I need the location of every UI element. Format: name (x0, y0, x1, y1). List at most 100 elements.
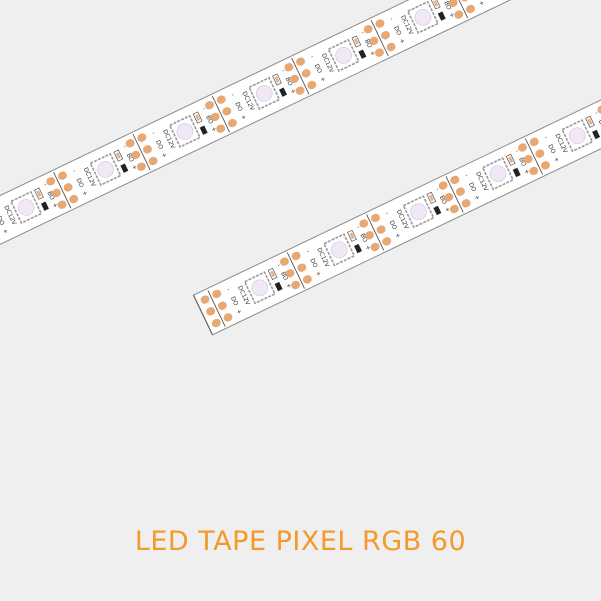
polarity-plus-label: + (2, 227, 10, 235)
solder-pad (369, 36, 379, 46)
resistor (274, 281, 283, 292)
solder-pad (518, 143, 527, 152)
solder-pad (370, 242, 380, 252)
solder-pad (227, 118, 237, 128)
led-lens (335, 47, 352, 64)
polarity-plus-label: + (474, 194, 482, 202)
data-out-label: BO (45, 190, 55, 201)
led-segment: -DO+DC12V-BO+ (205, 67, 298, 133)
polarity-minus-label: - (43, 181, 48, 188)
cut-line (286, 252, 305, 289)
solder-pad (541, 161, 550, 170)
polarity-plus-label: + (290, 87, 298, 95)
polarity-minus-label: - (385, 210, 390, 217)
data-label: DO (229, 295, 239, 307)
cut-line (207, 290, 226, 327)
polarity-minus-label: - (276, 262, 281, 269)
solder-pad (289, 74, 299, 84)
solder-pad (461, 199, 471, 208)
solder-pad (449, 204, 459, 214)
solder-pad (529, 166, 539, 176)
strip-end-edge (193, 294, 213, 336)
led-lens (97, 161, 114, 178)
resistor (358, 49, 367, 59)
cut-line (53, 171, 72, 209)
led-segment: -DO+DC12V-BO+ (46, 143, 139, 209)
capacitor-body (428, 194, 434, 202)
solder-pad (217, 301, 227, 310)
polarity-plus-label: + (553, 156, 561, 164)
led-segment: -DO+DC12V-BO+ (448, 0, 486, 19)
solder-pad (205, 101, 214, 110)
solder-pad (301, 69, 311, 78)
polarity-plus-label: + (448, 11, 456, 19)
solder-pad (69, 194, 79, 204)
solder-pad (364, 231, 374, 240)
data-label: DO (392, 25, 402, 37)
resistor (199, 125, 208, 135)
solder-pad (448, 0, 458, 8)
solder-pad (200, 295, 210, 304)
polarity-minus-label: - (389, 15, 394, 22)
solder-pad (136, 162, 146, 171)
capacitor-body (269, 270, 276, 278)
resistor (433, 205, 442, 216)
capacitor-body (274, 76, 280, 83)
data-label: DO (467, 181, 477, 193)
solder-pad (216, 95, 226, 104)
led-segment: -DO+DC12V-BO+ (0, 181, 59, 236)
capacitor-body (36, 190, 42, 197)
solder-pad (597, 105, 601, 114)
cut-line (450, 0, 469, 19)
led-segment: -DO+DC12V-BO+ (597, 105, 601, 114)
data-out-label: BO (358, 233, 368, 244)
solder-pad (456, 187, 465, 196)
polarity-minus-label: - (515, 148, 520, 155)
polarity-minus-label: - (72, 168, 77, 175)
solder-pad (137, 133, 147, 142)
resistor (437, 11, 446, 21)
resistor (40, 201, 49, 211)
solder-pad (302, 275, 312, 284)
polarity-plus-label: + (315, 270, 323, 278)
data-label: DO (313, 63, 323, 75)
solder-pad (206, 307, 216, 316)
data-out-label: BO (438, 195, 448, 206)
solder-pad (148, 156, 158, 166)
polarity-minus-label: - (543, 134, 548, 141)
solder-pad (211, 318, 221, 328)
solder-pad (222, 107, 232, 116)
data-label: DO (388, 219, 398, 231)
solder-pad (444, 193, 454, 202)
led-segment: -DO+DC12V-BO+ (438, 148, 531, 214)
cut-line (291, 57, 310, 95)
solder-pad (295, 86, 305, 95)
cut-line (132, 133, 151, 171)
data-label: DO (546, 143, 556, 155)
resistor (354, 243, 362, 254)
polarity-plus-label: + (131, 163, 139, 171)
solder-pad (57, 200, 67, 209)
polarity-plus-label: + (285, 282, 293, 290)
solder-pad (210, 112, 220, 122)
solder-pad (438, 181, 448, 190)
data-label: DO (75, 177, 85, 189)
solder-pad (381, 31, 390, 40)
product-caption: LED TAPE PIXEL RGB 60 (134, 526, 467, 557)
polarity-plus-label: + (478, 0, 486, 8)
capacitor-body (115, 152, 121, 159)
solder-pad (371, 213, 380, 223)
solder-pad (285, 269, 295, 278)
polarity-minus-label: - (151, 130, 156, 137)
resistor (279, 87, 288, 97)
polarity-plus-label: + (210, 125, 218, 133)
solder-pad (279, 257, 289, 266)
led-lens (255, 85, 273, 102)
cut-line (366, 214, 385, 251)
capacitor-body (433, 0, 439, 7)
polarity-minus-label: - (464, 172, 469, 179)
solder-pad (523, 155, 533, 164)
solder-pad (450, 175, 460, 185)
polarity-minus-label: - (594, 110, 599, 117)
